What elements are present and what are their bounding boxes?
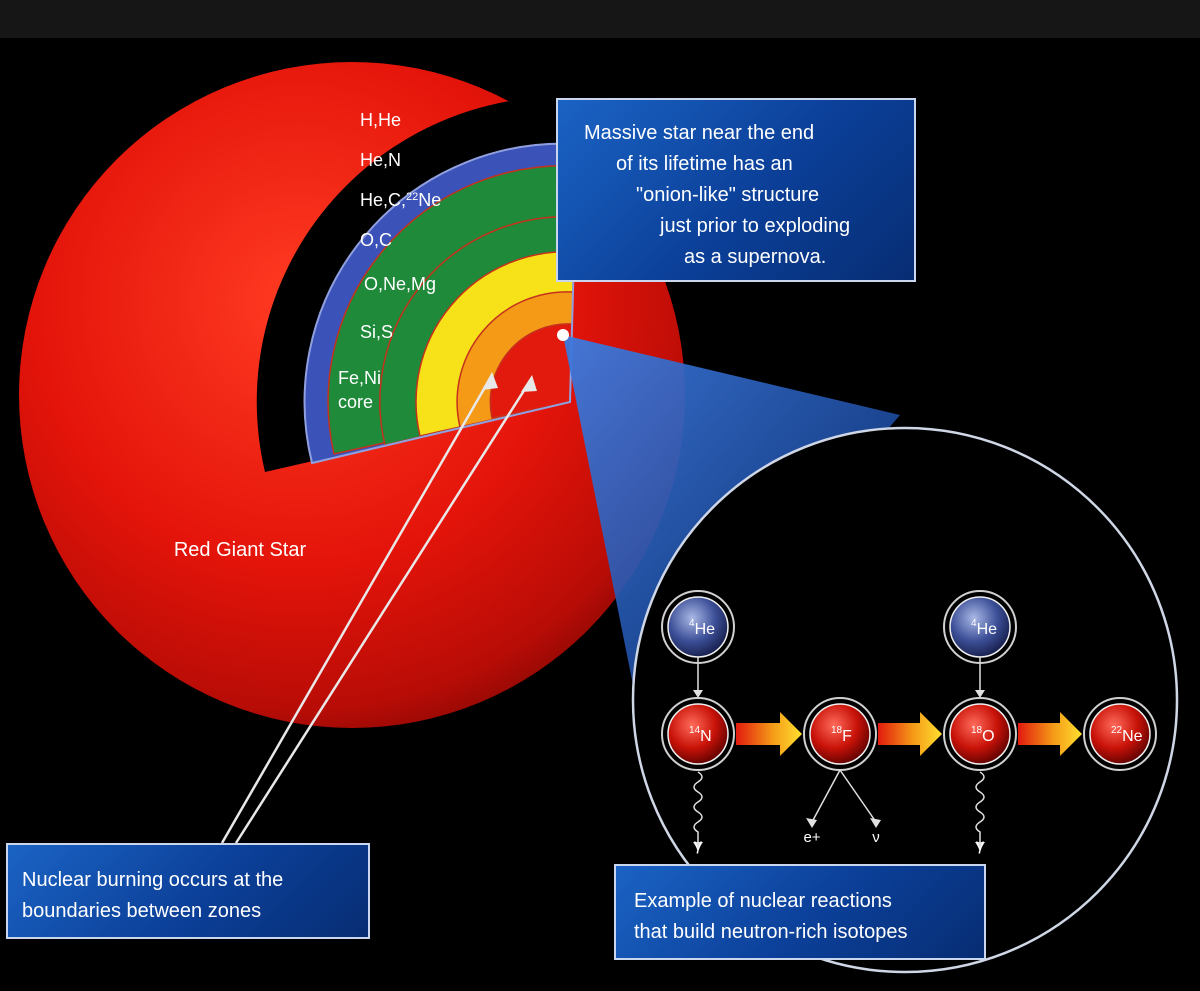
helium-nucleus: 4He [661,590,735,664]
zone-label: Fe,Ni [338,368,381,388]
nucleus-symbol: N [700,728,712,745]
gamma-arrowhead [975,842,985,850]
nucleus-ring [661,697,735,771]
nucleus-label: 18F [831,725,852,745]
nucleus-mass: 4 [971,618,977,629]
nucleus-label: 4He [689,618,715,638]
pointer-line-1 [220,374,494,844]
nucleus-symbol: He [695,621,716,638]
nucleus-mass: 14 [689,725,701,736]
nucleus-symbol: He [977,621,998,638]
caption-line: Nuclear burning occurs at the [22,869,284,891]
decay-arrowhead [806,818,817,828]
decay-line [839,769,877,823]
caption-line: "onion-like" structure [636,184,820,206]
pointer-line-2 [234,377,534,844]
nucleus-mass: 18 [971,725,983,736]
nucleus-label: 18O [971,725,995,745]
gamma-label: γ [976,837,984,854]
caption-burning: Nuclear burning occurs at the boundaries… [6,843,370,939]
zone-label-superscript: 22 [406,191,418,203]
reaction-arrow [1018,712,1082,756]
nucleus-symbol: F [842,728,852,745]
caption-line: just prior to exploding [660,215,851,237]
zone-shell [489,323,573,419]
caption-line: that build neutron-rich isotopes [634,921,908,943]
zone-label: core [338,392,373,412]
nucleus-core [667,596,729,658]
nucleus-ring [943,590,1017,664]
nucleus-symbol: Ne [1122,728,1143,745]
nucleus-core [949,703,1011,765]
gamma-arrowhead [693,842,703,850]
zone-label: He,N [360,150,401,170]
caption-line: Massive star near the end [584,122,815,144]
chain-nucleus: 14N [661,697,735,771]
zone-rim [303,142,579,465]
nucleus-core [949,596,1011,658]
gamma-emission [693,771,703,844]
caption-structure: Massive star near the end of its lifetim… [556,98,916,282]
helium-nucleus: 4He [943,590,1017,664]
pointer-arrowhead-2 [521,375,537,392]
capture-arrowhead [693,690,703,698]
caption-line: of its lifetime has an [616,153,793,175]
reaction-arrow [878,712,942,756]
nucleus-mass: 4 [689,618,695,629]
gamma-label: γ [694,837,702,854]
chain-nucleus: 18O [943,697,1017,771]
zone-label: H,He [360,110,401,130]
capture-arrowhead [975,690,985,698]
nucleus-core [809,703,871,765]
nucleus-ring [943,697,1017,771]
caption-line: Example of nuclear reactions [634,890,892,912]
reaction-arrow [736,712,802,756]
zone-label: O,Ne,Mg [364,274,436,294]
decay-arrowhead [870,818,881,828]
nucleus-mass: 22 [1111,725,1123,736]
nucleus-label: 4He [971,618,997,638]
positron-label: e+ [803,829,820,846]
zone-label: He,C,22Ne [360,190,441,210]
zone-label: Si,S [360,322,393,342]
zone-label: O,C [360,230,392,250]
nucleus-label: 22Ne [1111,725,1143,745]
chain-nucleus: 22Ne [1083,697,1157,771]
zone-label-element: Ne [418,190,441,210]
gamma-emission [975,771,985,844]
top-band [0,0,1200,38]
chain-nucleus: 18F [803,697,877,771]
caption-reactions: Example of nuclear reactions that build … [614,864,986,960]
neutrino-label: ν [872,829,880,846]
nucleus-core [1089,703,1151,765]
star-label: Red Giant Star [174,539,307,561]
boundary-point [557,329,569,341]
nucleus-mass: 18 [831,725,843,736]
nucleus-core [667,703,729,765]
nucleus-symbol: O [982,728,994,745]
nucleus-label: 14N [689,725,712,745]
caption-line: boundaries between zones [22,900,262,922]
nucleus-ring [1083,697,1157,771]
nucleus-ring [661,590,735,664]
decay-line [811,769,841,823]
magnifier-circle [631,426,1179,974]
caption-line: as a supernova. [684,246,827,268]
pointer-arrowhead-1 [482,372,498,390]
